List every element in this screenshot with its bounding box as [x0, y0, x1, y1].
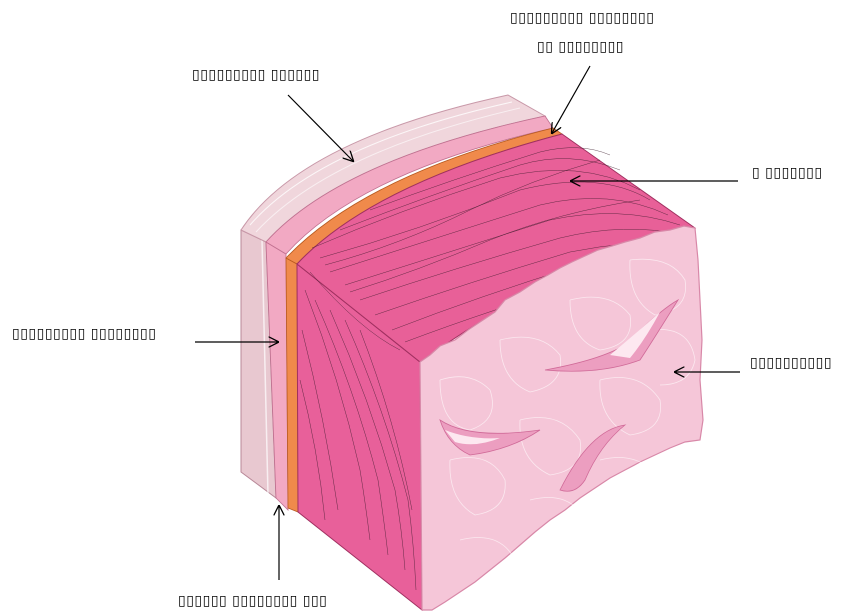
label-muscle: ▯ ▯▯▯▯▯▯▯	[752, 165, 823, 181]
orange-layer-front-face	[286, 258, 298, 512]
label-fascia: ▯▯▯▯▯▯▯▯▯ ▯▯▯▯▯▯	[192, 67, 320, 83]
label-tissue: ▯▯▯▯▯▯▯▯▯▯	[750, 355, 832, 371]
label-vessel-line1: ▯▯▯▯▯▯▯▯▯ ▯▯▯▯▯▯▯▯	[510, 10, 654, 26]
arrow-vessel	[552, 66, 590, 133]
label-vessel-line2: ▯▯ ▯▯▯▯▯▯▯▯	[537, 39, 624, 55]
label-epimysium: ▯▯▯▯▯▯▯▯▯ ▯▯▯▯▯▯▯▯	[12, 326, 156, 342]
label-bottom: ▯▯▯▯▯▯ ▯▯▯▯▯▯▯▯ ▯▯▯	[178, 593, 327, 609]
arrow-fascia	[288, 95, 353, 161]
